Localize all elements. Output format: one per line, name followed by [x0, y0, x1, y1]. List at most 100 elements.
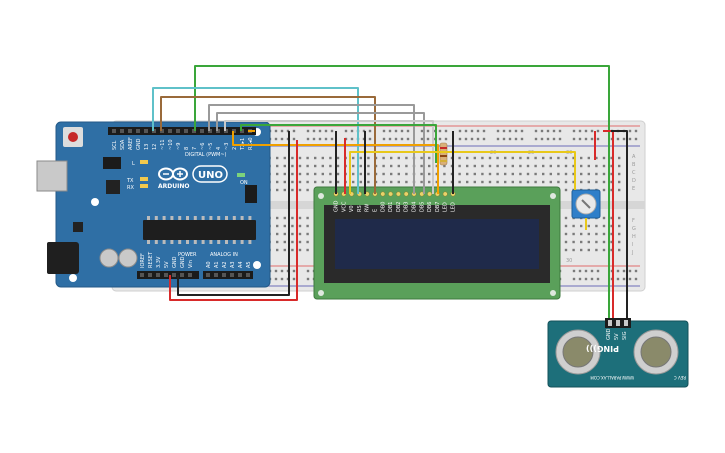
breadboard-hole[interactable] — [458, 180, 461, 184]
breadboard-hole[interactable] — [595, 180, 598, 184]
rail-hole[interactable] — [628, 269, 632, 273]
breadboard-hole[interactable] — [618, 156, 621, 160]
rail-hole[interactable] — [584, 277, 588, 281]
breadboard-hole[interactable] — [534, 156, 537, 160]
breadboard-hole[interactable] — [618, 188, 621, 192]
breadboard-hole[interactable] — [276, 164, 279, 168]
rail-hole[interactable] — [426, 137, 430, 141]
breadboard-hole[interactable] — [557, 164, 560, 168]
rail-hole[interactable] — [508, 129, 512, 133]
rail-hole[interactable] — [368, 137, 372, 141]
rail-hole[interactable] — [400, 137, 404, 141]
breadboard-hole[interactable] — [428, 180, 431, 184]
breadboard-hole[interactable] — [336, 180, 340, 184]
rail-hole[interactable] — [324, 129, 328, 133]
rail-hole[interactable] — [420, 137, 424, 141]
rail-hole[interactable] — [634, 137, 638, 141]
breadboard-hole[interactable] — [595, 172, 598, 176]
rail-hole[interactable] — [274, 137, 278, 141]
breadboard-hole[interactable] — [390, 180, 393, 184]
breadboard-hole[interactable] — [618, 232, 621, 236]
rail-hole[interactable] — [476, 137, 480, 141]
rail-hole[interactable] — [622, 277, 626, 281]
breadboard-hole[interactable] — [564, 224, 568, 228]
breadboard-hole[interactable] — [367, 180, 370, 184]
breadboard-hole[interactable] — [283, 232, 286, 236]
rail-hole[interactable] — [476, 129, 480, 133]
rail-hole[interactable] — [572, 129, 576, 133]
breadboard-hole[interactable] — [595, 164, 598, 168]
breadboard-hole[interactable] — [291, 156, 294, 160]
breadboard-hole[interactable] — [557, 172, 560, 176]
breadboard-hole[interactable] — [367, 172, 370, 176]
breadboard-hole[interactable] — [610, 216, 613, 220]
breadboard-hole[interactable] — [572, 156, 575, 160]
rail-hole[interactable] — [572, 269, 576, 273]
rail-hole[interactable] — [324, 137, 328, 141]
rail-hole[interactable] — [590, 137, 594, 141]
rail-hole[interactable] — [438, 129, 442, 133]
lcd-pin[interactable] — [403, 191, 409, 197]
breadboard-hole[interactable] — [602, 224, 606, 228]
lcd-pin[interactable] — [388, 191, 394, 197]
breadboard-hole[interactable] — [382, 156, 385, 160]
rail-hole[interactable] — [292, 129, 296, 133]
rail-hole[interactable] — [572, 277, 576, 281]
breadboard-hole[interactable] — [283, 216, 286, 220]
rail-hole[interactable] — [280, 129, 284, 133]
breadboard-hole[interactable] — [306, 188, 309, 192]
rail-hole[interactable] — [634, 269, 638, 273]
digital-pin-socket[interactable] — [168, 129, 172, 133]
breadboard-hole[interactable] — [298, 248, 302, 252]
rail-hole[interactable] — [590, 277, 594, 281]
breadboard-hole[interactable] — [504, 172, 507, 176]
breadboard-hole[interactable] — [580, 224, 583, 228]
breadboard-hole[interactable] — [435, 164, 438, 168]
rail-hole[interactable] — [470, 129, 474, 133]
breadboard-hole[interactable] — [587, 164, 590, 168]
breadboard-hole[interactable] — [595, 224, 598, 228]
breadboard-hole[interactable] — [367, 164, 370, 168]
breadboard-hole[interactable] — [276, 172, 279, 176]
breadboard-hole[interactable] — [276, 232, 279, 236]
breadboard-hole[interactable] — [542, 156, 545, 160]
breadboard-hole[interactable] — [397, 172, 400, 176]
breadboard-hole[interactable] — [549, 172, 552, 176]
rail-hole[interactable] — [628, 137, 632, 141]
breadboard-hole[interactable] — [382, 172, 385, 176]
breadboard-hole[interactable] — [352, 164, 355, 168]
breadboard-hole[interactable] — [314, 172, 317, 176]
rail-hole[interactable] — [394, 137, 398, 141]
breadboard-hole[interactable] — [504, 180, 507, 184]
digital-pin-socket[interactable] — [128, 129, 132, 133]
breadboard-hole[interactable] — [572, 232, 575, 236]
breadboard-hole[interactable] — [488, 172, 492, 176]
breadboard-hole[interactable] — [306, 216, 309, 220]
digital-pin-socket[interactable] — [136, 129, 140, 133]
rail-hole[interactable] — [388, 129, 392, 133]
breadboard-hole[interactable] — [321, 172, 324, 176]
breadboard-hole[interactable] — [390, 156, 393, 160]
rail-hole[interactable] — [470, 137, 474, 141]
rail-hole[interactable] — [502, 129, 506, 133]
breadboard-hole[interactable] — [602, 164, 606, 168]
breadboard-hole[interactable] — [496, 180, 499, 184]
breadboard-hole[interactable] — [306, 156, 309, 160]
breadboard-hole[interactable] — [283, 188, 286, 192]
breadboard-hole[interactable] — [283, 156, 286, 160]
breadboard-hole[interactable] — [610, 164, 613, 168]
breadboard-hole[interactable] — [618, 172, 621, 176]
breadboard-hole[interactable] — [595, 232, 598, 236]
digital-pin-socket[interactable] — [112, 129, 116, 133]
rail-hole[interactable] — [578, 277, 582, 281]
breadboard-hole[interactable] — [352, 180, 355, 184]
analog-pin-socket[interactable] — [222, 273, 226, 277]
breadboard-hole[interactable] — [367, 156, 370, 160]
breadboard-hole[interactable] — [397, 156, 400, 160]
breadboard-hole[interactable] — [321, 156, 324, 160]
rail-hole[interactable] — [540, 137, 544, 141]
rail-hole[interactable] — [508, 137, 512, 141]
digital-pin-socket[interactable] — [120, 129, 124, 133]
breadboard-hole[interactable] — [473, 180, 476, 184]
breadboard-hole[interactable] — [466, 180, 469, 184]
